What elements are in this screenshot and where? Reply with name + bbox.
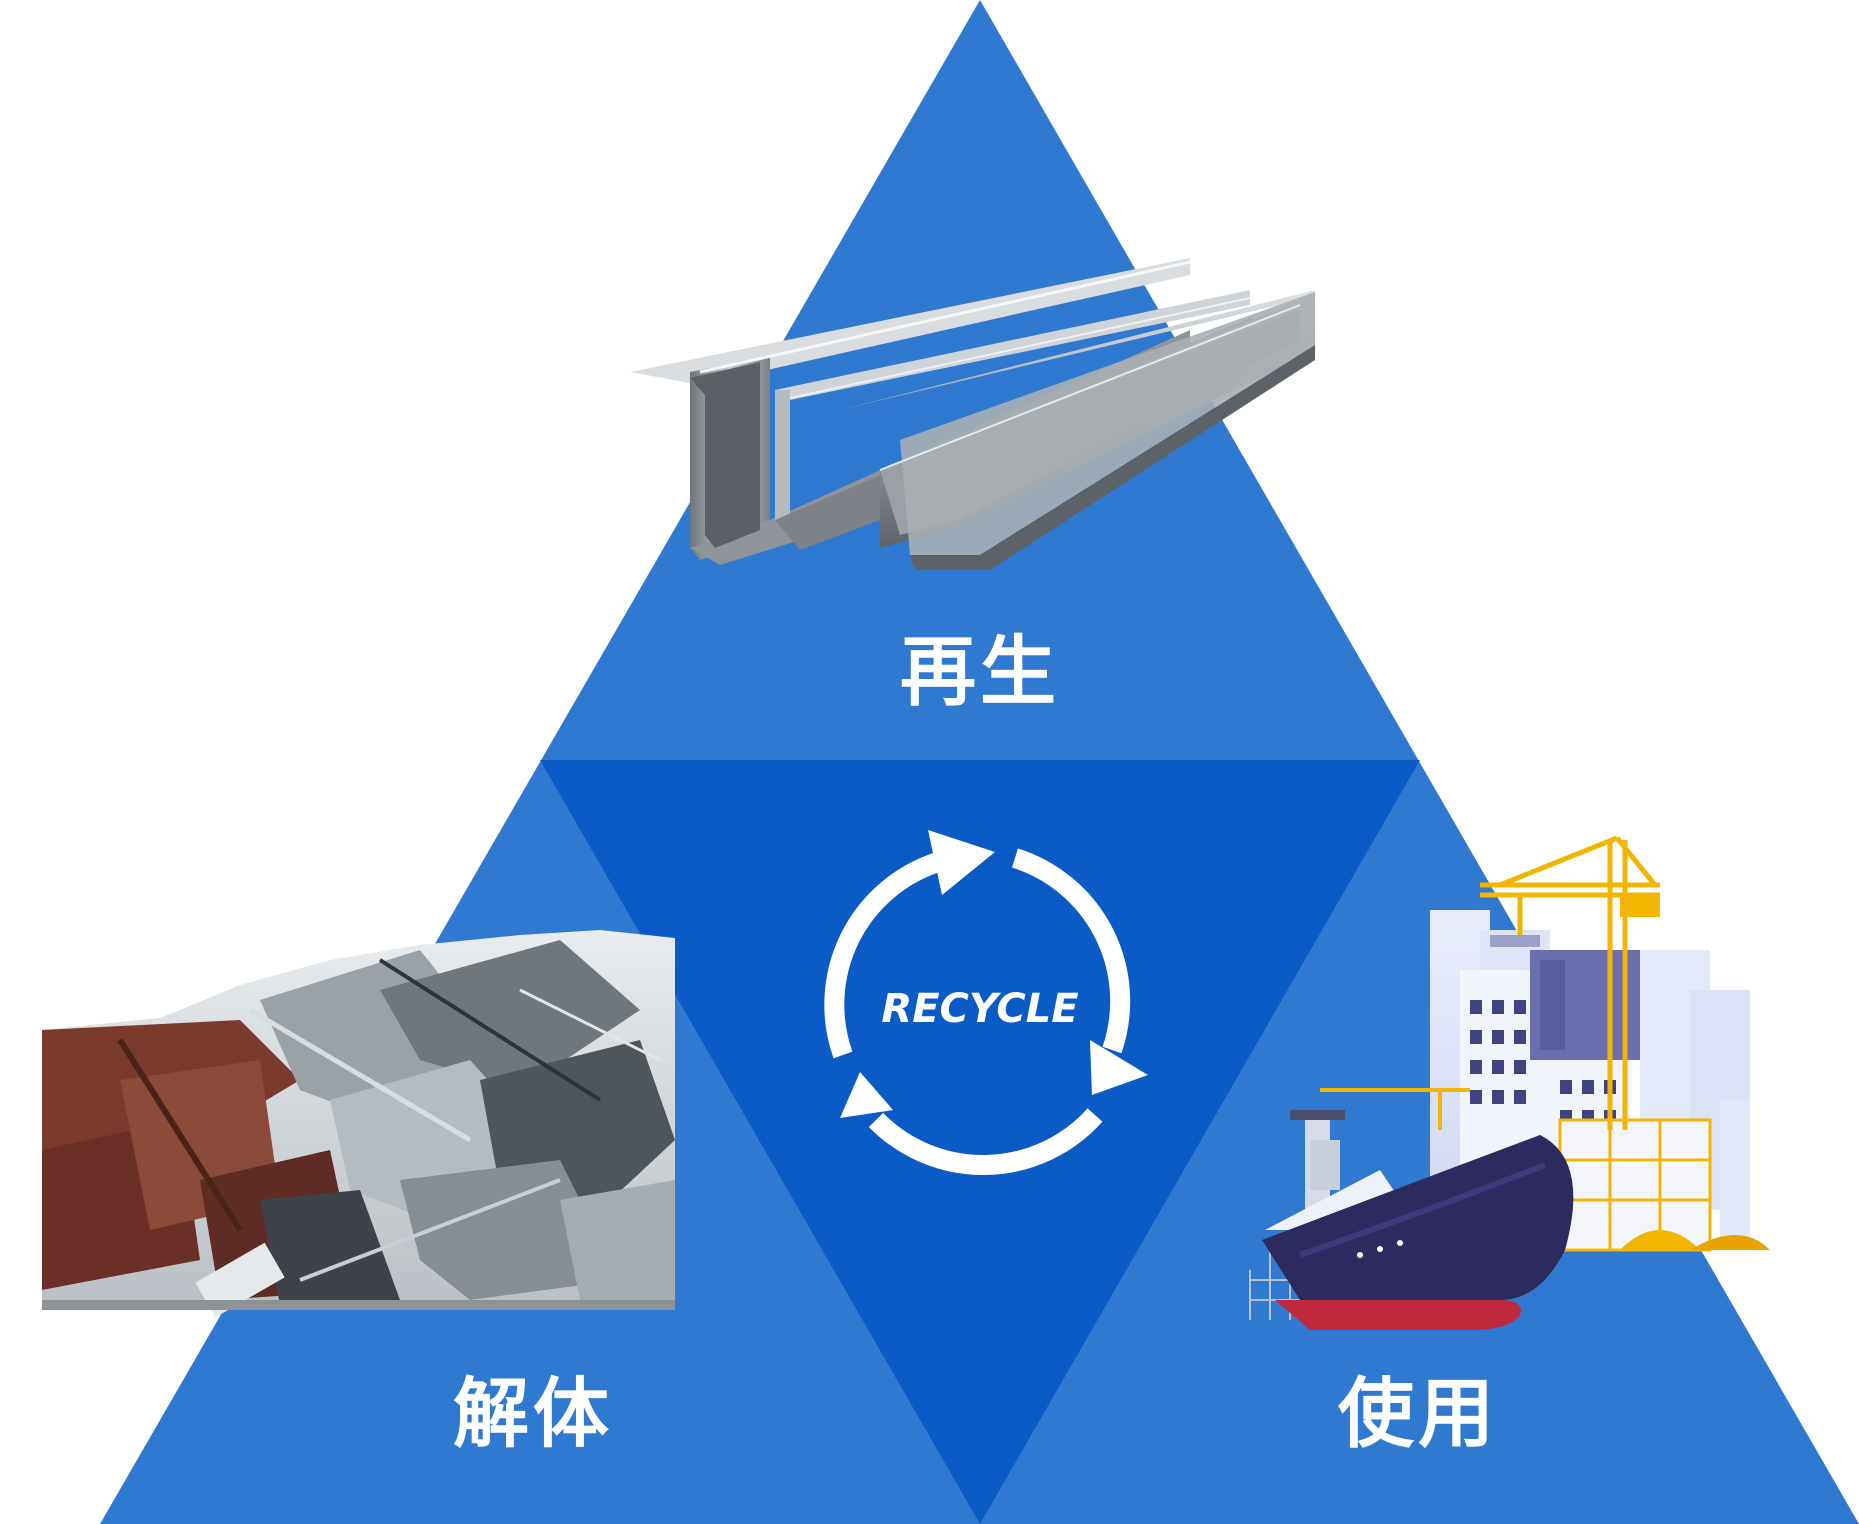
top-label: 再生: [900, 627, 1060, 716]
recycle-cycle-arrows-icon: [824, 830, 1148, 1176]
scrap-metal-pile-image: [42, 930, 675, 1318]
construction-and-ship-image: [1249, 835, 1770, 1330]
bottom-left-label: 解体: [453, 1369, 613, 1458]
recycle-label: RECYCLE: [881, 986, 1078, 1032]
bottom-right-label: 使用: [1338, 1369, 1498, 1458]
steel-channel-beams-image: [630, 258, 1315, 570]
center-triangle: [540, 760, 1420, 1524]
